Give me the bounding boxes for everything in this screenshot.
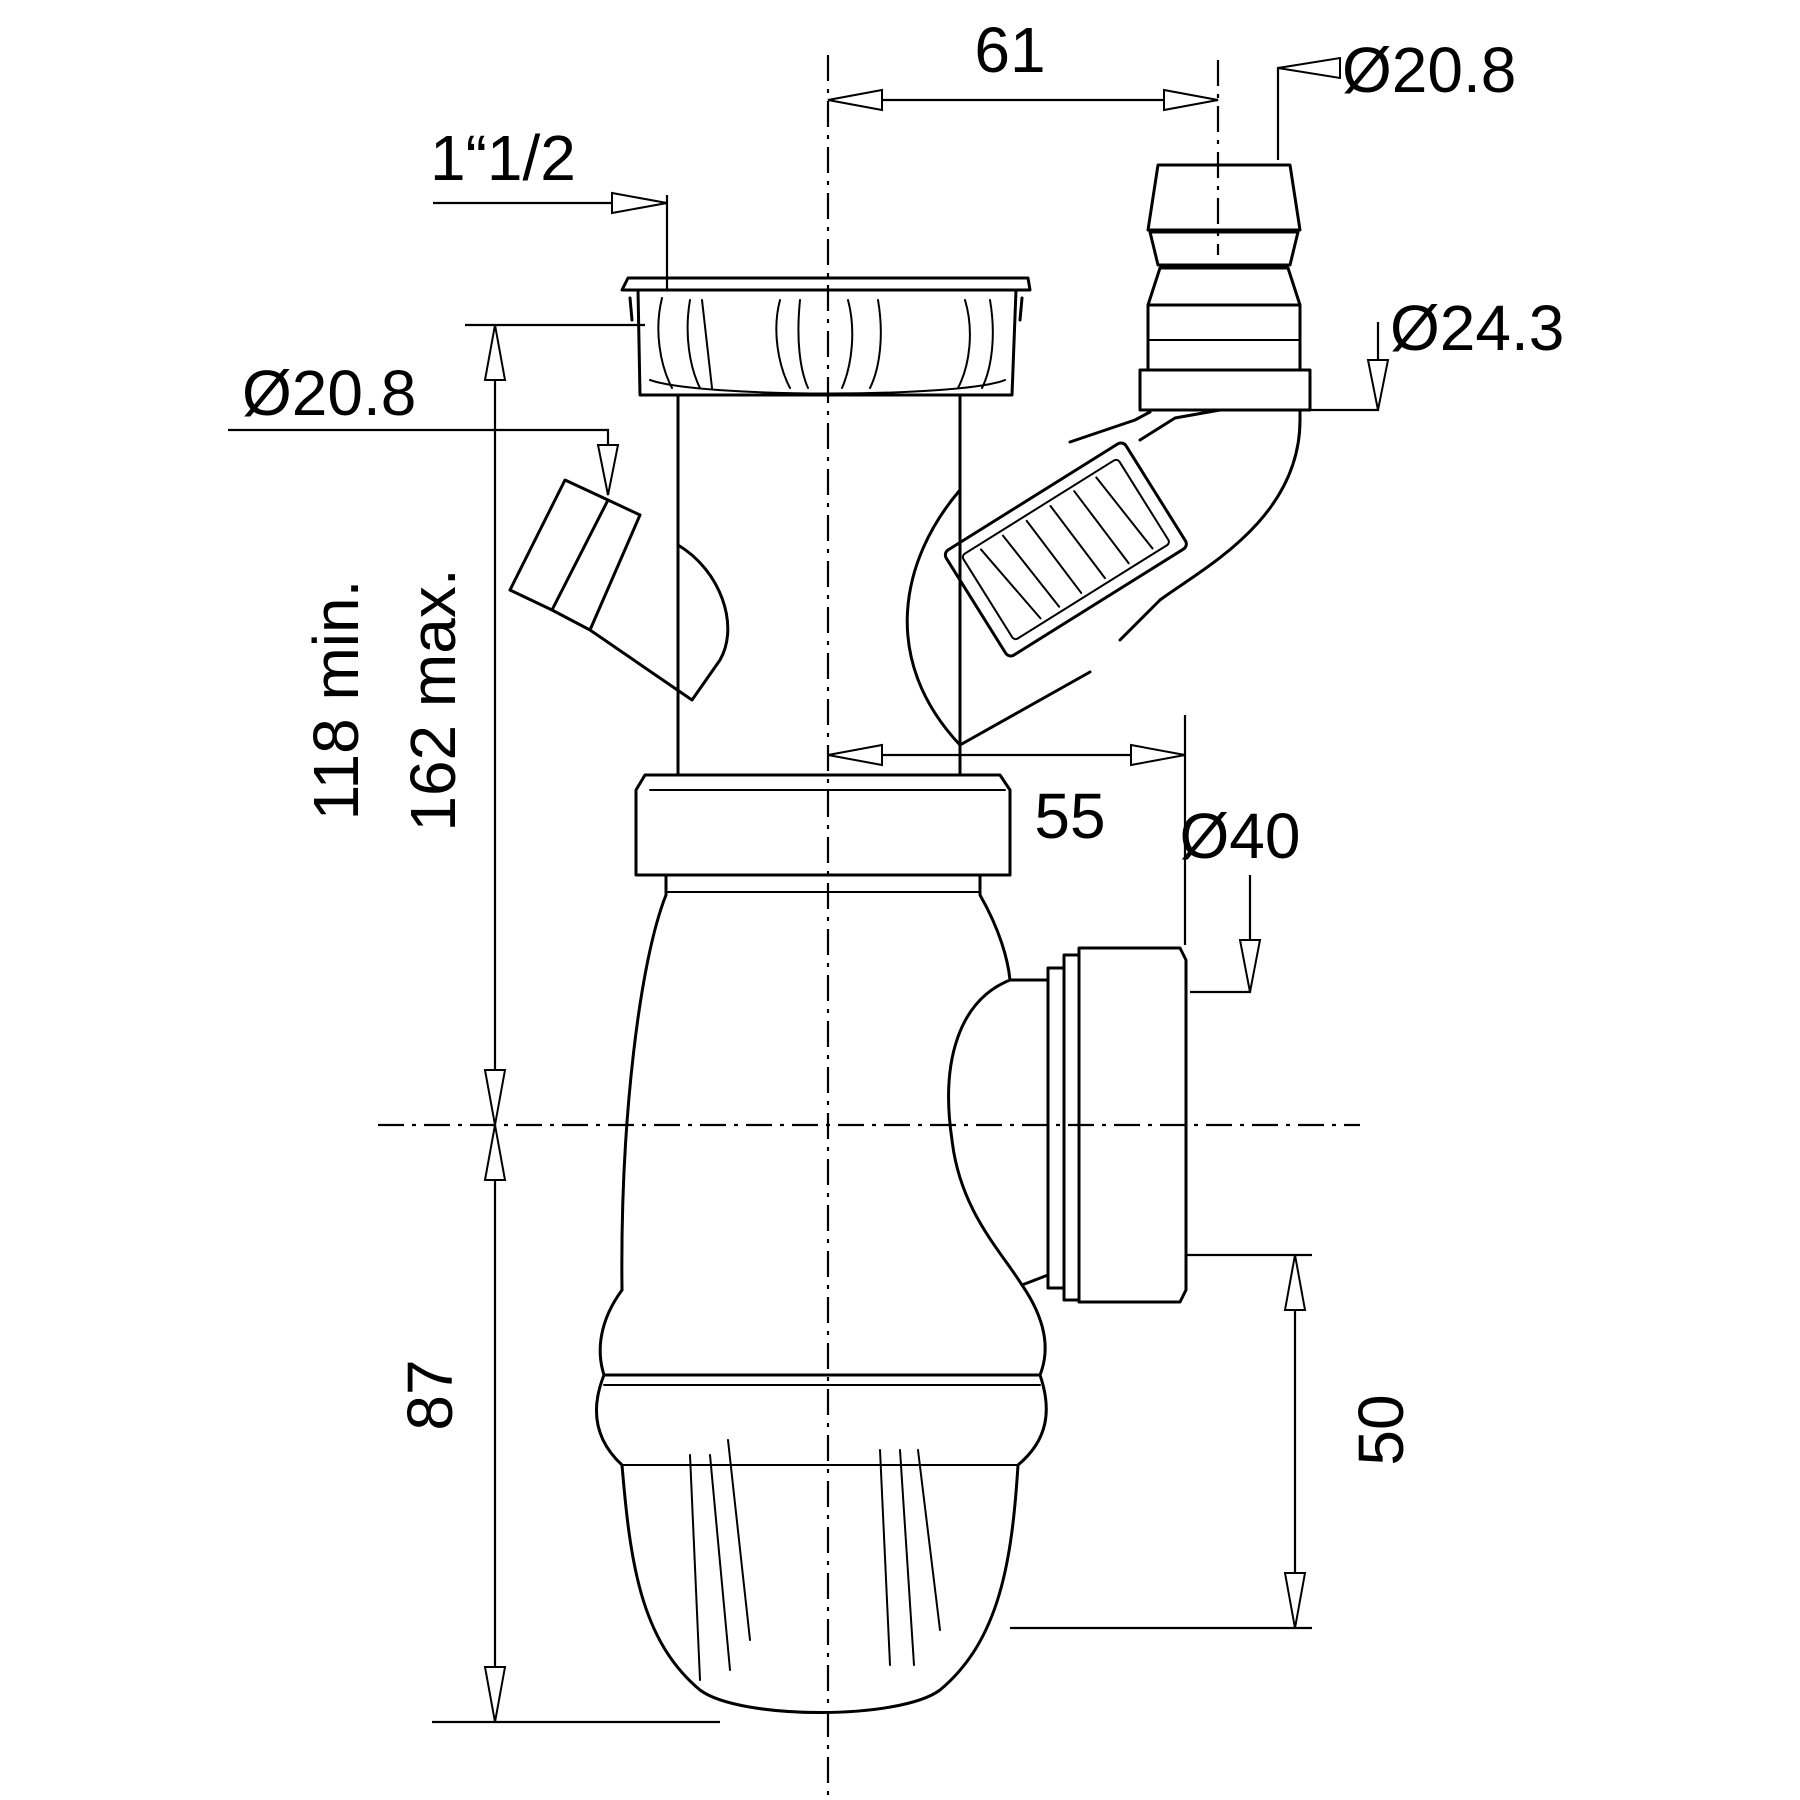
outlet-connector — [1008, 946, 1188, 1304]
dim-label-hose-top: Ø20.8 — [1342, 34, 1516, 106]
right-elbow — [905, 408, 1302, 747]
arrowhead-55-right — [1130, 743, 1186, 767]
top-nut — [620, 276, 1032, 397]
arrowhead-height-bottom — [483, 1069, 507, 1126]
leader-left-spigot — [228, 428, 610, 495]
body-pipe — [676, 393, 962, 777]
dim-label-height-min: 118 min. — [300, 580, 372, 821]
bottom-cup — [594, 1373, 1048, 1714]
arrowhead-left-spigot — [596, 444, 620, 496]
leader-outlet — [1190, 875, 1252, 994]
leader-hose-top — [1276, 66, 1340, 160]
arrowhead-outlet — [1238, 939, 1262, 993]
dim-label-50: 50 — [1345, 1394, 1417, 1465]
dim-label-height-max: 162 max. — [397, 568, 469, 831]
bottle-body — [598, 873, 1047, 1377]
arrowhead-50-bottom — [1283, 1572, 1307, 1629]
arrowhead-50-top — [1283, 1254, 1307, 1311]
hose-spigot — [1138, 163, 1312, 412]
elbow-nut — [943, 441, 1188, 658]
dim-label-hose-base: Ø24.3 — [1390, 292, 1564, 364]
dim-label-55: 55 — [1034, 780, 1105, 852]
dim-label-left-spigot: Ø20.8 — [242, 357, 416, 429]
arrowhead-height-top — [483, 324, 507, 381]
slip-nut — [634, 773, 1012, 877]
arrowhead-thread — [611, 191, 668, 215]
arrowhead-87-bottom — [483, 1666, 507, 1723]
arrowhead-hose-top — [1277, 56, 1341, 80]
leader-hose-base — [1310, 322, 1380, 412]
dim-label-outlet: Ø40 — [1180, 800, 1301, 872]
dim-label-thread: 1“1/2 — [430, 122, 576, 194]
arrowhead-87-top — [483, 1124, 507, 1181]
left-spigot — [508, 478, 730, 702]
arrowhead-61-left — [827, 88, 883, 112]
arrowhead-55-left — [827, 743, 883, 767]
arrowhead-61-right — [1163, 88, 1219, 112]
arrowhead-hose-base — [1366, 359, 1390, 411]
dim-label-87: 87 — [394, 1359, 466, 1430]
dim-label-61: 61 — [974, 14, 1045, 86]
